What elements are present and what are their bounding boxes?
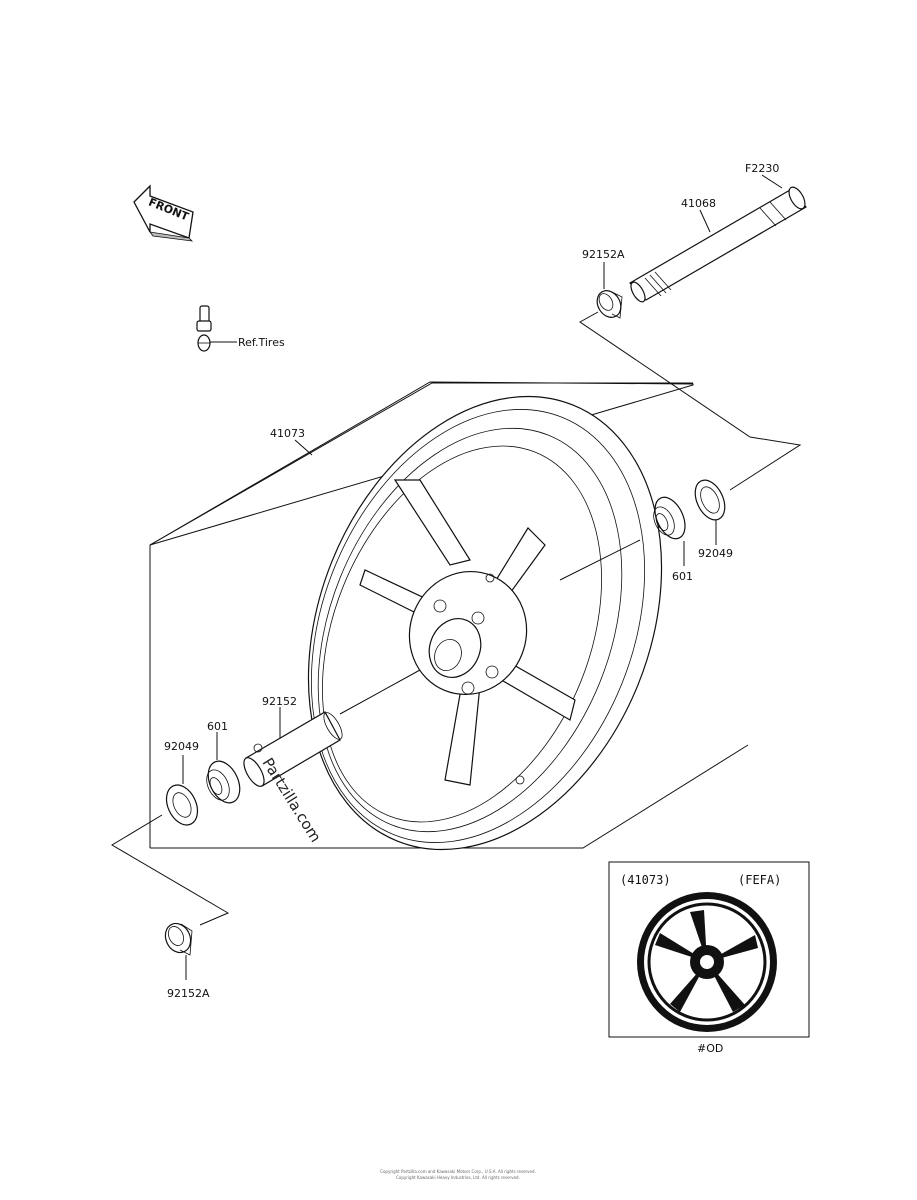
label-92152: 92152 bbox=[262, 695, 297, 708]
label-92152a-top: 92152A bbox=[582, 248, 625, 261]
collar-bottom-part bbox=[164, 922, 193, 956]
label-92049-left: 92049 bbox=[164, 740, 199, 753]
spacer-part bbox=[243, 711, 343, 787]
label-92049-right: 92049 bbox=[698, 547, 733, 560]
copyright-line-1: Copyright Partzilla.com and Kawasaki Mot… bbox=[380, 1169, 536, 1174]
ref-tires-label: Ref.Tires bbox=[238, 336, 285, 349]
label-41068: 41068 bbox=[681, 197, 716, 210]
inset-part-label: (41073) bbox=[620, 873, 671, 887]
inset-color-variant: (41073) (FEFA) #OD bbox=[608, 861, 810, 1055]
bearing-right-part bbox=[653, 496, 686, 540]
axle-part bbox=[629, 186, 807, 303]
label-f2230: F2230 bbox=[745, 162, 779, 175]
label-41073: 41073 bbox=[270, 427, 305, 440]
seal-right-part bbox=[694, 479, 726, 521]
collar-top-part bbox=[596, 290, 623, 319]
copyright-line-2: Copyright Kawasaki Heavy Industries, Ltd… bbox=[396, 1175, 520, 1180]
valve-stem-icon bbox=[196, 305, 237, 352]
label-92152a-bottom: 92152A bbox=[167, 987, 210, 1000]
bearing-left-part bbox=[206, 760, 241, 804]
seal-left-part bbox=[165, 784, 199, 826]
label-601-right: 601 bbox=[672, 570, 693, 583]
front-arrow-icon: FRONT bbox=[133, 184, 194, 242]
label-601-left: 601 bbox=[207, 720, 228, 733]
wheel-part bbox=[307, 395, 663, 851]
inset-color-code: (FEFA) bbox=[738, 873, 781, 887]
inset-caption: #OD bbox=[697, 1042, 723, 1055]
